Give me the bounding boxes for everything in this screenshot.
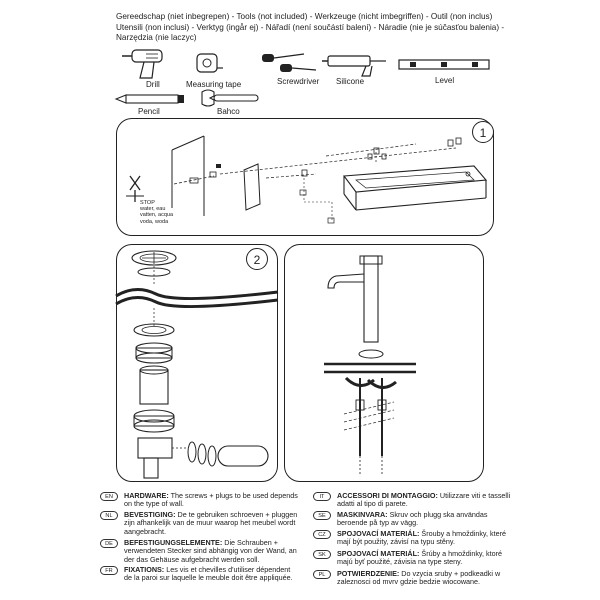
lang-code-sk: SK [313,550,331,559]
note-text-nl: De te gebruiken schroeven + pluggen zijn… [124,510,298,536]
tools-header-line-2: Utensili (non inclusi) - Verktyg (ingår … [116,22,505,32]
lang-code-en: EN [100,492,118,501]
tool-label-screwdriver: Screwdriver [277,77,320,86]
step-1-badge: 1 [472,121,494,143]
tool-label-measuring-tape: Measuring tape [186,80,242,89]
adjustable-wrench-icon [201,89,259,107]
note-title-en: HARDWARE: [124,491,169,500]
note-text-en: The screws + plugs to be used depends on… [124,491,298,509]
note-text-fr: Les vis et chevilles d'utiliser dépenden… [124,565,293,583]
step-2-panel [116,244,278,482]
note-text-se: Skruv och plugg ska användas beroende på… [337,510,488,528]
note-title-pl: POTWIERDZENIE: [337,569,400,578]
step-1-wall-diagram [126,135,488,224]
pencil-icon [114,94,184,104]
spirit-level-icon [398,59,490,70]
note-title-nl: BEVESTIGING: [124,510,176,519]
tool-label-pencil: Pencil [138,107,160,116]
step-3-panel [284,244,484,482]
tools-header-line-3: Narzędzia (nie laczyc) [116,33,197,43]
note-title-de: BEFESTIGUNGSELEMENTE: [124,538,223,547]
lang-code-de: DE [100,539,118,548]
lang-code-se: SE [313,511,331,520]
drill-icon [122,49,163,79]
note-text-it: Utilizzare viti e tasselli adatti al tip… [337,491,511,509]
silicone-gun-icon [322,55,386,77]
lang-code-fr: FR [100,566,118,575]
step-2-badge: 2 [246,248,268,270]
note-title-it: ACCESSORI DI MONTAGGIO: [337,491,438,500]
note-title-sk: SPOJOVACÍ MATERIÁL: [337,549,420,558]
lang-code-cz: CZ [313,530,331,539]
note-text-cz: Šrouby a hmoždinky, které mají být použi… [337,529,506,547]
tools-header-line-1: Gereedschap (niet inbegrepen) - Tools (n… [116,12,493,21]
note-title-se: MASKINVARA: [337,510,388,519]
lang-code-nl: NL [100,511,118,520]
step-2-drain-diagram [115,250,279,479]
tools-header: Gereedschap (niet inbegrepen) - Tools (n… [116,12,586,44]
tool-label-level: Level [435,76,455,85]
lang-code-pl: PL [313,570,331,579]
note-text-pl: Do vzycia sruby + podkeadki w zaleznosci… [337,569,501,587]
note-title-fr: FIXATIONS: [124,565,165,574]
stop-water-label: STOP water, eau vatten, acqua voda, woda [140,200,174,225]
measuring-tape-icon [196,53,223,73]
lang-code-it: IT [313,492,331,501]
step-3-tap-diagram [324,255,416,474]
note-text-sk: Šrúby a hmoždinky, ktoré majú byť použit… [337,549,502,567]
screwdriver-icon [262,53,317,72]
step-1-panel [116,118,494,236]
tool-label-bahco: Bahco [217,107,240,116]
tool-label-silicone: Silicone [336,77,365,86]
tool-label-drill: Drill [146,80,160,89]
note-title-cz: SPOJOVACÍ MATERIÁL: [337,529,420,538]
note-text-de: Die Schrauben + verwendeten Stecker sind… [124,538,297,564]
